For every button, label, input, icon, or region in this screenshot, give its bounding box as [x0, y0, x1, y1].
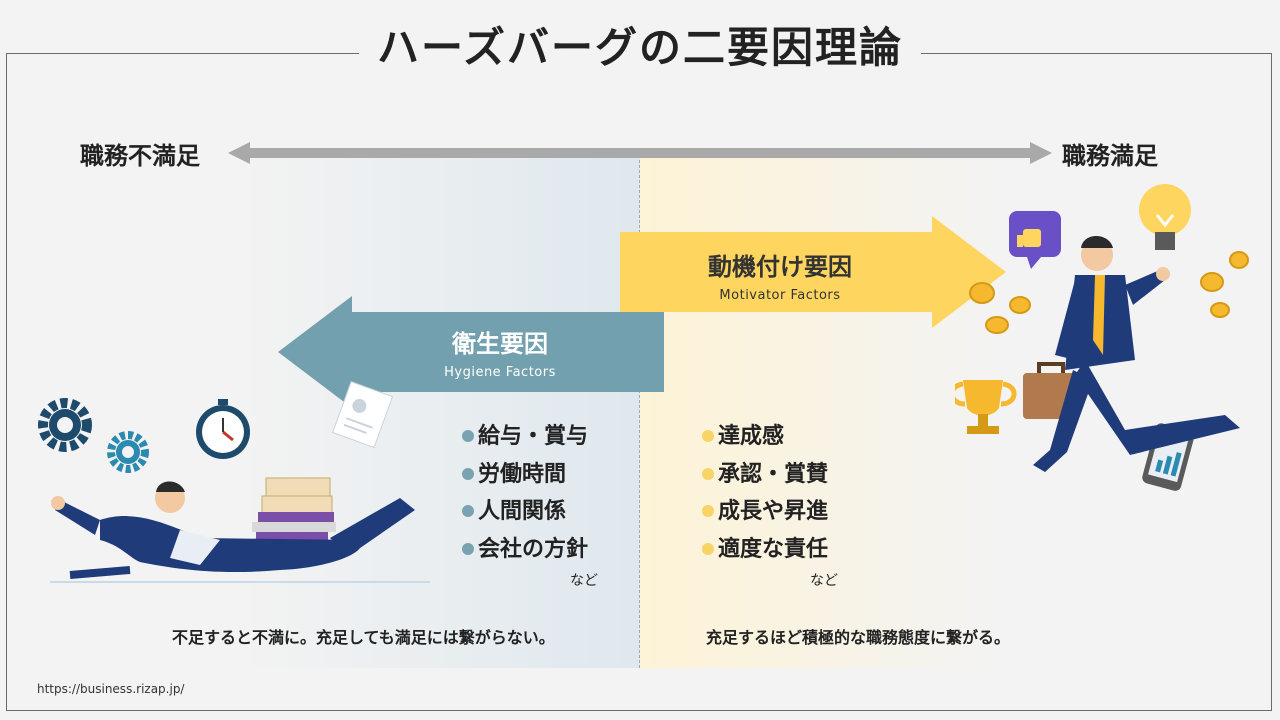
bullet-dot-icon: [462, 430, 474, 442]
axis-label-dissatisfaction: 職務不満足: [80, 142, 200, 170]
businessman-figure: [1023, 236, 1240, 472]
hygiene-label: 衛生要因: [452, 330, 548, 358]
motivator-arrow: [620, 216, 1006, 328]
bullet-dot-icon: [462, 467, 474, 480]
bullet-dot-icon: [462, 542, 474, 555]
hygiene-arrow-text: 衛生要因 Hygiene Factors: [340, 324, 660, 380]
motivator-caption: 充足するほど積極的な職務態度に繋がる。: [706, 628, 1011, 647]
thumbs-up-icon: [1009, 211, 1061, 269]
bullet-dot-icon: [462, 505, 474, 517]
list-item: 達成感: [702, 418, 828, 456]
satisfaction-axis-arrow: [228, 142, 1052, 164]
hygiene-caption: 不足すると不満に。充足しても満足には繋がらない。: [172, 628, 555, 647]
motivator-label: 動機付け要因: [708, 253, 852, 281]
hygiene-etc: など: [570, 573, 598, 589]
list-item: 成長や昇進: [702, 493, 828, 531]
hygiene-arrow: [278, 296, 664, 408]
hygiene-sublabel: Hygiene Factors: [444, 365, 556, 380]
running-businessman-illustration: [955, 184, 1249, 491]
source-url: https://business.rizap.jp/: [37, 682, 185, 696]
page-title: ハーズバーグの二要因理論: [0, 14, 1280, 75]
lightbulb-icon: [1139, 184, 1191, 250]
list-item: 承認・賞賛: [702, 456, 828, 494]
list-item: 給与・賞与: [462, 418, 588, 456]
list-item: 会社の方針: [462, 531, 588, 569]
bullet-dot-icon: [702, 505, 714, 517]
stopwatch-icon: [196, 399, 250, 459]
motivator-factor-list: 達成感 承認・賞賛 成長や昇進 適度な責任: [702, 418, 828, 568]
document-icon: [332, 381, 394, 449]
center-divider: [639, 155, 640, 668]
motivator-sublabel: Motivator Factors: [719, 288, 841, 303]
trophy-icon: [955, 380, 1017, 434]
bullet-dot-icon: [702, 430, 714, 442]
bullet-dot-icon: [702, 467, 714, 480]
motivator-etc: など: [810, 573, 838, 589]
list-item: 適度な責任: [702, 531, 828, 569]
list-item: 人間関係: [462, 493, 588, 531]
coin-icon: [969, 251, 1249, 334]
axis-label-satisfaction: 職務満足: [1062, 142, 1158, 170]
businessman-figure: [50, 481, 430, 583]
gear-icon: [107, 431, 149, 473]
motivator-arrow-text: 動機付け要因 Motivator Factors: [620, 247, 940, 303]
list-item: 労働時間: [462, 456, 588, 494]
falling-businessman-illustration: [38, 381, 430, 583]
gear-icon: [38, 398, 92, 452]
hygiene-factor-list: 給与・賞与 労働時間 人間関係 会社の方針: [462, 418, 588, 568]
bullet-dot-icon: [702, 542, 714, 555]
